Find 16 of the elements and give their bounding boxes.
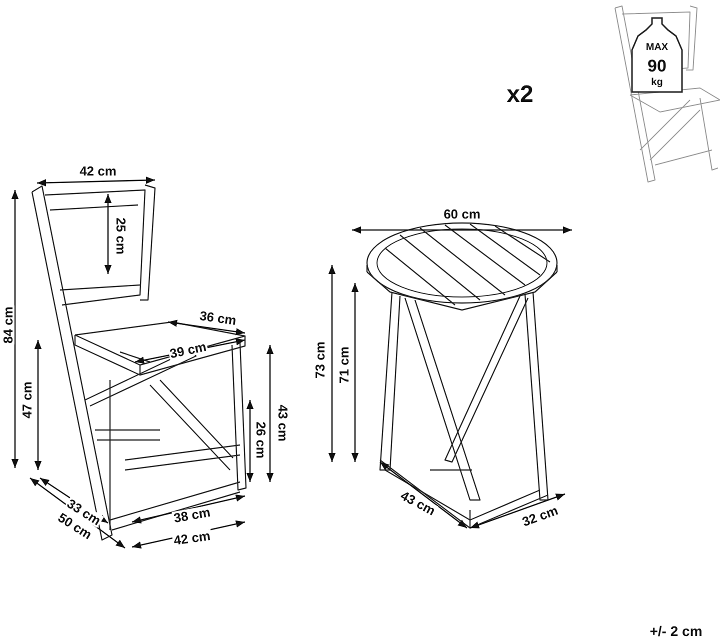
dimension-label: 42 cm (172, 528, 212, 548)
weight-label: MAX (644, 43, 670, 53)
dimension-label: 38 cm (172, 505, 212, 525)
dimension-label: 36 cm (198, 308, 238, 328)
weight-unit: kg (650, 78, 664, 88)
dimension-label: 42 cm (78, 164, 118, 178)
weight-value: 90 (646, 58, 668, 74)
dimension-label: 73 cm (314, 340, 326, 380)
dimension-label: 47 cm (20, 380, 34, 420)
dimension-label: 84 cm (2, 306, 14, 344)
dimension-label: 60 cm (442, 208, 482, 220)
dimension-label: 26 cm (254, 420, 268, 460)
dimension-label: 43 cm (276, 404, 290, 442)
dimension-label: 71 cm (338, 346, 350, 384)
dimension-label: 25 cm (114, 216, 128, 256)
tolerance-note: +/- 2 cm (648, 624, 704, 638)
